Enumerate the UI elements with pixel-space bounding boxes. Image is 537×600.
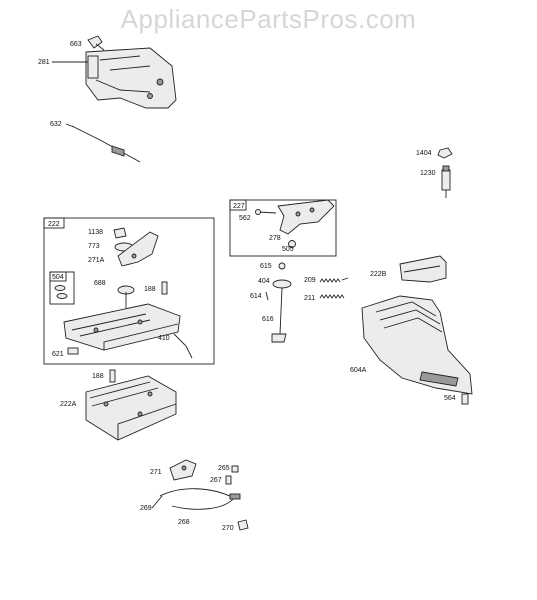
part-188b — [109, 369, 116, 383]
label-222A: 222A — [60, 401, 77, 408]
part-268-cable — [151, 488, 241, 510]
label-564: 564 — [444, 395, 456, 402]
part-621 — [67, 347, 79, 355]
base-plate-222A — [85, 375, 177, 441]
part-1138 — [113, 227, 127, 239]
part-1404 — [437, 147, 453, 159]
label-271: 271 — [150, 469, 162, 476]
part-504-washers — [54, 285, 68, 299]
label-1138: 1138 — [88, 229, 103, 236]
part-209 — [319, 277, 349, 283]
part-404 — [272, 279, 292, 289]
label-269: 269 — [140, 505, 152, 512]
label-663: 663 — [70, 41, 82, 48]
part-270 — [237, 519, 249, 531]
bracket-281 — [85, 47, 177, 109]
box-222 — [43, 217, 215, 365]
part-267 — [225, 475, 232, 485]
label-211: 211 — [304, 295, 315, 302]
label-281: 281 — [38, 59, 50, 66]
label-188a: 188 — [144, 286, 156, 293]
label-278: 278 — [269, 235, 281, 242]
label-267: 267 — [210, 477, 222, 484]
label-268: 268 — [178, 519, 190, 526]
label-616: 616 — [262, 316, 274, 323]
part-663 — [87, 35, 105, 51]
part-1230 — [441, 165, 451, 198]
label-773: 773 — [88, 243, 100, 250]
label-404: 404 — [258, 278, 270, 285]
label-227: 227 — [233, 203, 245, 210]
part-265 — [231, 465, 239, 473]
part-410 — [173, 333, 193, 359]
part-278 — [277, 199, 335, 235]
part-188a — [161, 281, 168, 295]
part-615 — [278, 262, 286, 270]
label-222B: 222B — [370, 271, 387, 278]
watermark: AppliancePartsPros.com — [120, 4, 417, 34]
part-564 — [461, 393, 469, 405]
label-688: 688 — [94, 280, 106, 287]
part-604A — [361, 295, 473, 395]
label-1230: 1230 — [420, 170, 436, 177]
part-222B — [399, 255, 447, 283]
label-621: 621 — [52, 351, 64, 358]
label-222: 222 — [48, 221, 60, 228]
base-plate-222 — [63, 303, 181, 351]
part-614 — [265, 291, 269, 301]
label-614: 614 — [250, 293, 262, 300]
label-188b: 188 — [92, 373, 104, 380]
label-209: 209 — [304, 277, 316, 284]
label-410: 410 — [158, 335, 170, 342]
box-227 — [229, 199, 337, 257]
label-1404: 1404 — [416, 150, 432, 157]
part-271 — [169, 459, 197, 481]
part-616 — [271, 287, 287, 343]
part-505 — [288, 240, 296, 248]
label-270: 270 — [222, 525, 234, 532]
label-562: 562 — [239, 215, 251, 222]
label-271A: 271A — [88, 257, 105, 264]
label-632: 632 — [50, 121, 62, 128]
label-504: 504 — [52, 274, 64, 281]
label-265: 265 — [218, 465, 230, 472]
label-604A: 604A — [350, 367, 367, 374]
label-505: 505 — [282, 246, 294, 253]
label-615: 615 — [260, 263, 272, 270]
part-632 — [65, 123, 141, 163]
part-562 — [255, 209, 277, 215]
part-271A — [117, 231, 159, 267]
part-211 — [319, 294, 345, 299]
